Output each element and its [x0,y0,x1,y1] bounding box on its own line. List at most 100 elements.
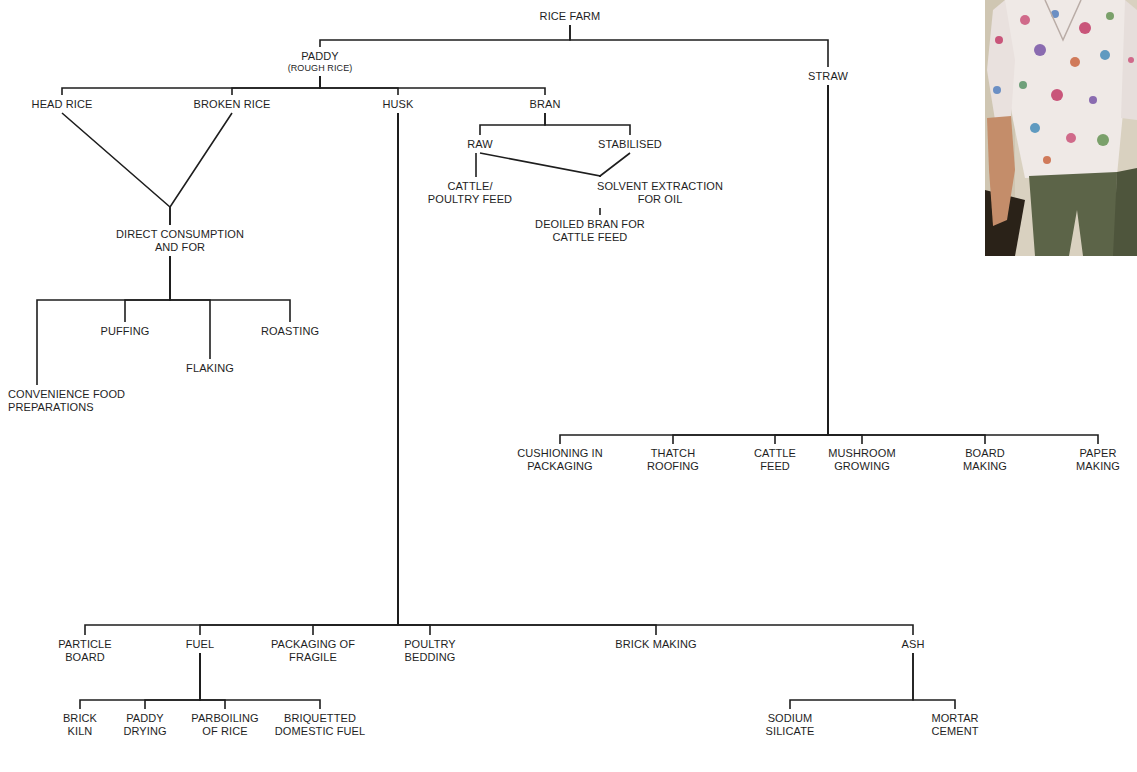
node-label: HUSK [373,98,423,111]
tree-connector [37,256,170,385]
tree-connector [170,256,210,359]
tree-connector [673,85,828,444]
tree-node: ASH [893,638,933,651]
tree-connector [232,76,320,95]
tree-connector [398,113,913,635]
node-label: FUEL [175,638,225,651]
node-label: CATTLE FEED [748,447,803,473]
tree-node: MUSHROOM GROWING [822,447,902,473]
tree-connector [600,153,630,177]
tree-connector [545,113,630,135]
tree-node: RAW [460,138,500,151]
tree-node: PUFFING [85,325,165,338]
tree-node: STRAW [793,70,863,83]
tree-node: BRICK KILN [55,712,105,738]
node-label: DEOILED BRAN FOR CATTLE FEED [531,218,649,244]
tree-node: CONVENIENCE FOOD PREPARATIONS [8,388,208,414]
tree-node: BRAN [520,98,570,111]
node-label: SODIUM SILICATE [759,712,821,738]
node-label: PARTICLE BOARD [50,638,120,664]
tree-node: PADDY(ROUGH RICE) [270,50,370,74]
node-label: POULTRY BEDDING [395,638,465,664]
node-label: SOLVENT EXTRACTION FOR OIL [585,180,735,206]
node-label: THATCH ROOFING [642,447,704,473]
tree-node: DEOILED BRAN FOR CATTLE FEED [531,218,649,244]
node-label: PARBOILING OF RICE [185,712,265,738]
node-label: CONVENIENCE FOOD PREPARATIONS [8,388,208,414]
tree-connector [313,113,398,635]
tree-node: BROKEN RICE [182,98,282,111]
tree-node: MORTAR CEMENT [924,712,986,738]
tree-connector [145,653,200,709]
tree-connector [62,76,320,95]
tree-node: RICE FARM [515,10,625,23]
tree-connector [828,85,985,444]
node-label: MORTAR CEMENT [924,712,986,738]
tree-node: SOLVENT EXTRACTION FOR OIL [585,180,735,206]
tree-node: BRICK MAKING [596,638,716,651]
tree-node: FUEL [175,638,225,651]
node-label: STABILISED [585,138,675,151]
tree-node: SODIUM SILICATE [759,712,821,738]
tree-connector [475,153,477,177]
tree-node: PACKAGING OF FRAGILE [258,638,368,664]
tree-connector [913,653,955,709]
tree-node: CUSHIONING IN PACKAGING [505,447,615,473]
node-label: BROKEN RICE [182,98,282,111]
tree-node: DIRECT CONSUMPTION AND FOR [110,228,250,254]
tree-connector [599,208,601,215]
tree-connector [320,25,570,47]
node-label: DIRECT CONSUMPTION AND FOR [110,228,250,254]
node-label: BOARD MAKING [955,447,1015,473]
tree-connector [85,113,398,635]
tree-connector [398,113,430,635]
tree-node: POULTRY BEDDING [395,638,465,664]
node-label: PUFFING [85,325,165,338]
tree-node: FLAKING [170,362,250,375]
node-label: ROASTING [250,325,330,338]
tree-connector [125,256,170,322]
tree-connector [828,85,862,444]
node-label: RAW [460,138,500,151]
tree-connector [170,256,290,322]
tree-node: PARBOILING OF RICE [185,712,265,738]
tree-node: CATTLE/ POULTRY FEED [425,180,515,206]
node-label: FLAKING [170,362,250,375]
node-label: PACKAGING OF FRAGILE [258,638,368,664]
tree-node: ROASTING [250,325,330,338]
node-label: PAPER MAKING [1068,447,1128,473]
tree-node: PARTICLE BOARD [50,638,120,664]
node-label: HEAD RICE [17,98,107,111]
node-label: BRAN [520,98,570,111]
node-label: PADDY [270,50,370,63]
photo-illustration [985,0,1137,256]
node-label: BRICK MAKING [596,638,716,651]
node-label: STRAW [793,70,863,83]
tree-node: STABILISED [585,138,675,151]
tree-connector [790,653,913,709]
node-label: PADDY DRYING [118,712,173,738]
node-subtext: (ROUGH RICE) [270,63,370,74]
tree-node: THATCH ROOFING [642,447,704,473]
tree-node: BOARD MAKING [955,447,1015,473]
node-label: MUSHROOM GROWING [822,447,902,473]
tree-connector [560,85,828,444]
node-label: ASH [893,638,933,651]
tree-node: HEAD RICE [17,98,107,111]
tree-node: HUSK [373,98,423,111]
node-label: RICE FARM [515,10,625,23]
tree-connector [320,76,545,95]
node-label: BRICK KILN [55,712,105,738]
tree-node: PADDY DRYING [118,712,173,738]
tree-connector [320,76,398,95]
tree-connector [480,113,545,135]
tree-connector [170,113,232,225]
tree-connector [570,25,828,67]
tree-node: PAPER MAKING [1068,447,1128,473]
tree-connector [480,153,600,177]
tree-node: CATTLE FEED [748,447,803,473]
tree-node: BRIQUETTED DOMESTIC FUEL [270,712,370,738]
tree-connector [62,113,170,225]
tree-connector [775,85,828,444]
